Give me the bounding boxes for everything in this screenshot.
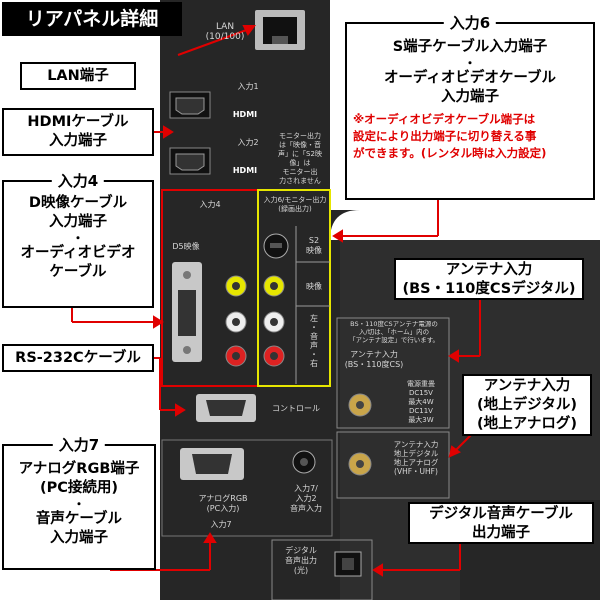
callout-input6: 入力6 S端子ケーブル入力端子 ・ オーディオビデオケーブル 入力端子 ※オーデ… <box>345 12 595 200</box>
hdmi-logo-2: HDMI <box>232 166 258 175</box>
callout-input6-line3: 入力端子 <box>441 89 499 105</box>
callout-hdmi-line1: HDMIケーブル <box>27 114 129 130</box>
callout-input6-note2: 設定により出力端子に切り替える事 <box>353 129 537 143</box>
input6-panel-label: 入力6/モニター出力 (録画出力) <box>263 196 327 213</box>
antenna-bs-panel-label: アンテナ入力 (BS・110度CS) <box>344 350 404 369</box>
input4-panel-label: 入力4 <box>199 200 221 209</box>
callout-input4-line2: 入力端子 <box>49 214 107 230</box>
callout-input7-line3: 音声ケーブル <box>35 511 123 527</box>
input7-panel-label: 入力7 <box>210 520 232 529</box>
callout-input6-note1: ※オーディオビデオケーブル端子は <box>353 112 536 126</box>
analog-rgb-panel-label: アナログRGB (PC入力) <box>198 494 248 513</box>
callout-input7-heading: 入力7 <box>52 434 106 455</box>
callout-antenna-terrestrial: アンテナ入力 (地上デジタル) (地上アナログ) <box>462 374 592 436</box>
callout-input7-dot: ・ <box>72 497 85 511</box>
callout-digital-audio-line1: デジタル音声ケーブル <box>429 506 573 522</box>
input2-label: 入力2 <box>237 138 259 147</box>
bs-power-note: BS・110度CSアンテナ電源の 入/切は、「ホーム」内の 「アンテナ設定」で行… <box>348 320 440 344</box>
callout-input6-line1: S端子ケーブル入力端子 <box>392 39 548 55</box>
callout-lan-text: LAN端子 <box>47 68 109 84</box>
power-spec-label: 電源重畳 DC15V 最大4W DC11V 最大3W <box>407 380 435 424</box>
input7-audio-label: 入力7/ 入力2 音声入力 <box>290 484 322 513</box>
callout-input6-heading: 入力6 <box>443 12 497 33</box>
callout-input6-note3: ができます。(レンタル時は入力設定) <box>353 146 547 160</box>
control-label: コントロール <box>272 404 320 413</box>
callout-digital-audio-line2: 出力端子 <box>472 525 530 541</box>
callout-rs232c: RS-232Cケーブル <box>2 344 154 372</box>
callout-input6-line2: オーディオビデオケーブル <box>383 70 557 86</box>
callout-input7-line1: アナログRGB端子 <box>18 461 140 477</box>
callout-antenna-terrestrial-line1: アンテナ入力 <box>483 378 571 394</box>
callout-input6-dot: ・ <box>463 56 476 70</box>
audio-lr-label: 左 ・ 音 声 ・ 右 <box>310 314 318 368</box>
monitor-note-label: モニター出力 は「映像・音 声」に「S2映 像」は モニター出 力されません <box>278 132 322 185</box>
digital-out-panel-label: デジタル 音声出力 (光) <box>285 546 317 575</box>
callout-input7-line2: (PC接続用) <box>39 480 119 496</box>
callout-input7-line4: 入力端子 <box>50 530 108 546</box>
hdmi-logo-1: HDMI <box>232 110 258 119</box>
callout-input4: 入力4 D映像ケーブル 入力端子 ・ オーディオビデオ ケーブル <box>2 170 154 308</box>
s2-video-label: S2 映像 <box>306 236 322 255</box>
callout-antenna-terrestrial-line3: (地上アナログ) <box>477 416 577 432</box>
callout-input4-line3: オーディオビデオ <box>20 245 136 261</box>
callout-antenna-terrestrial-line2: (地上デジタル) <box>477 397 577 413</box>
callout-lan: LAN端子 <box>20 62 136 90</box>
callout-input4-line4: ケーブル <box>49 264 107 280</box>
callout-input4-line1: D映像ケーブル <box>28 195 128 211</box>
callout-antenna-bs: アンテナ入力 (BS・110度CSデジタル) <box>394 258 584 300</box>
lan-port-label: LAN (10/100) <box>205 22 245 42</box>
callout-rs232c-text: RS-232Cケーブル <box>15 350 141 366</box>
callout-input4-dot: ・ <box>71 231 84 245</box>
callout-hdmi-line2: 入力端子 <box>49 133 107 149</box>
d5-video-label: D5映像 <box>172 242 200 251</box>
callout-input4-heading: 入力4 <box>51 170 105 191</box>
callout-digital-audio: デジタル音声ケーブル 出力端子 <box>408 502 594 544</box>
callout-antenna-bs-line1: アンテナ入力 <box>445 262 533 278</box>
callout-antenna-bs-line2: (BS・110度CSデジタル) <box>402 281 576 297</box>
input1-label: 入力1 <box>237 82 259 91</box>
callout-hdmi: HDMIケーブル 入力端子 <box>2 108 154 156</box>
antenna-terrestrial-panel-label: アンテナ入力 地上デジタル 地上アナログ (VHF・UHF) <box>393 440 439 476</box>
callout-input7: 入力7 アナログRGB端子 (PC接続用) ・ 音声ケーブル 入力端子 <box>2 434 156 570</box>
video-label: 映像 <box>306 282 322 291</box>
page-title: リアパネル詳細 <box>2 2 182 36</box>
